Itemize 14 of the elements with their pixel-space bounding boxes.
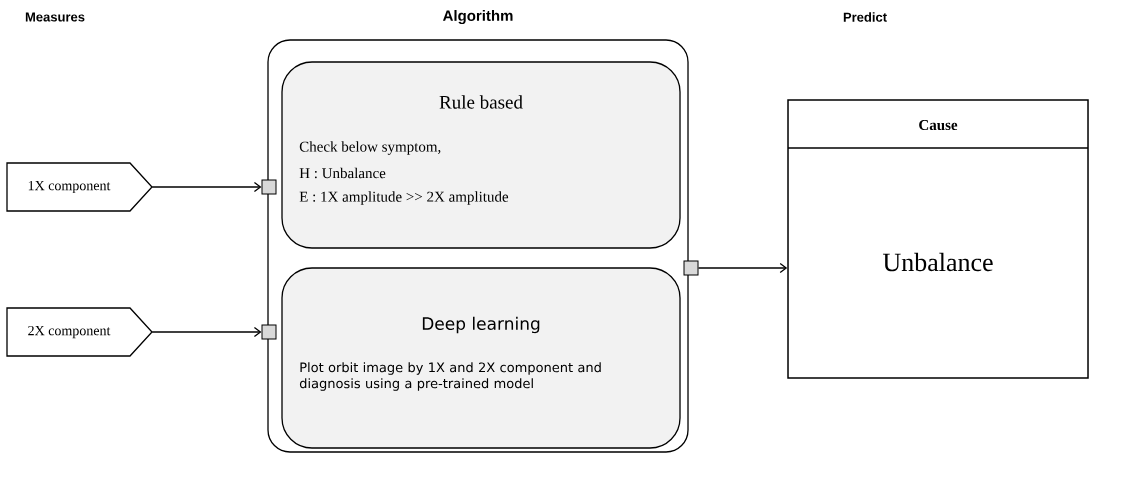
port-square — [683, 260, 699, 276]
method-box: Deep learning Plot orbit image by 1X and 2X component and diagnosis using a pre-trained model — [281, 267, 681, 449]
column-heading: Measures — [25, 12, 85, 22]
arrow — [697, 262, 788, 274]
port-square — [261, 324, 277, 340]
input-tag: 1X component — [6, 162, 153, 212]
cause-table: Cause Unbalance — [787, 99, 1089, 379]
node-label: Algorithm — [442, 9, 513, 25]
port-square — [261, 179, 277, 195]
arrow — [151, 326, 262, 338]
column-heading: Predict — [843, 12, 887, 22]
method-box: Rule based Check below symptom, H : Unbalance E : 1X amplitude >> 2X amplitude — [281, 61, 681, 249]
input-tag: 2X component — [6, 307, 153, 357]
arrow — [151, 181, 262, 193]
